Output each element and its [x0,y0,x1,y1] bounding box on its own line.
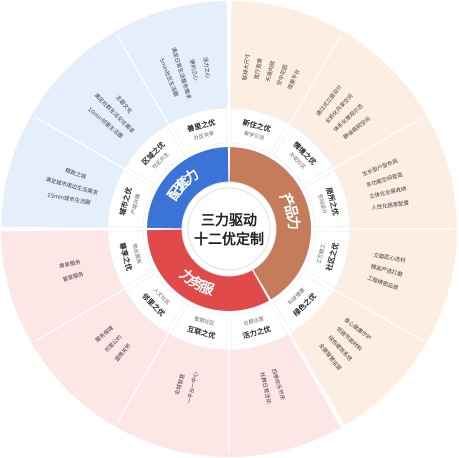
service-segment-1 [230,303,288,351]
service-core-band [147,229,270,311]
config-segment-1 [107,170,155,228]
config-core-band [147,147,229,229]
product-core-label-char: 产 [276,190,298,212]
config-segment-2 [125,125,185,185]
service-core-label-char: 务 [186,273,208,296]
config-segment-3 [170,107,228,155]
service-segment-4 [107,230,155,288]
product-separator [288,34,342,125]
config-separator [34,116,125,170]
product-segment-2 [273,125,333,185]
service-segment-2 [170,303,228,351]
center-layer: 三力驱动 十二优定制 [181,181,277,277]
center-title-line2: 十二优定制 [194,231,264,248]
center-title-line1: 三力驱动 [201,212,257,229]
product-segment-desc-line: 联排大尺寸 [241,52,252,80]
product-core-label-char: 力 [284,215,302,232]
service-segment-3 [125,273,185,333]
center-inner-ring [187,187,271,271]
product-segment-desc-line: 宽厅宽景 [252,57,264,80]
center-circle [181,181,277,277]
product-separator [333,288,424,342]
config-segment-desc-line: 活力之心 [202,56,213,79]
product-core-label-char: 品 [281,203,301,223]
segment-ring-layer: 新住之优美学引领情境之优外观社区居所之优空间设计社区之优工艺精工绿色之优科技健康… [107,107,351,351]
service-separator [116,333,170,424]
product-segment-5 [273,273,333,333]
config-core-label-char: 力 [181,164,204,187]
product-segment-1 [230,107,288,155]
service-separator [34,288,125,342]
product-segment-3 [303,170,351,228]
product-core-band [229,147,311,300]
service-outer-sector [1,230,341,457]
config-core-label-char: 配 [165,182,187,204]
product-separator [333,116,424,170]
product-outer-sector [230,1,457,426]
config-separator [116,34,170,125]
config-outer-sector [1,1,228,228]
service-core-label-char: 服 [197,279,217,299]
product-segment-4 [303,230,351,288]
